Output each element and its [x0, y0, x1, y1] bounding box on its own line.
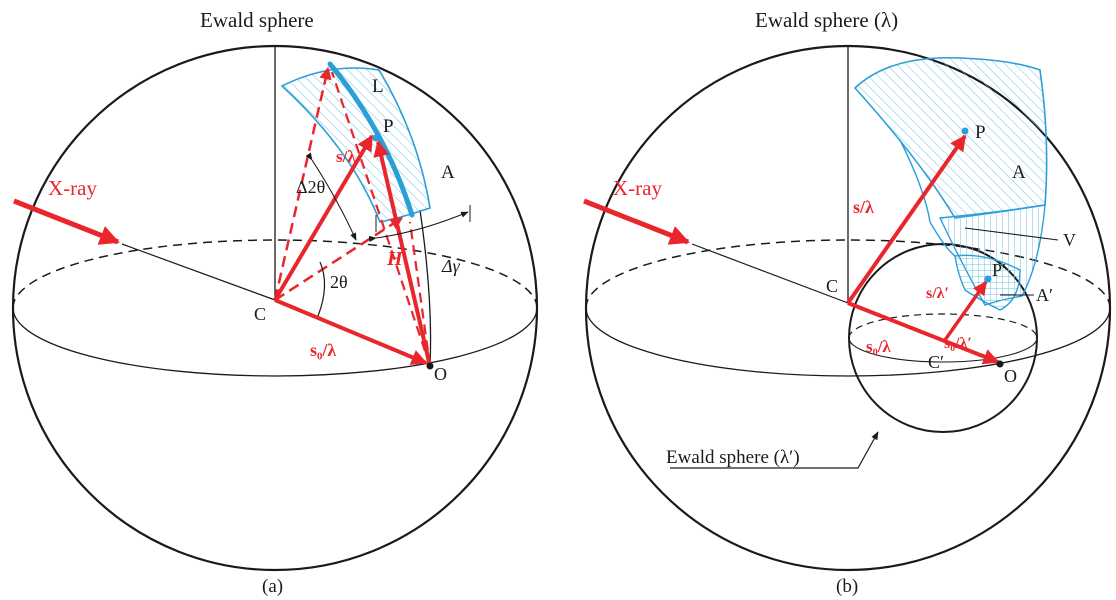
vector-s-label: s/λ	[336, 147, 356, 166]
xray-label: X-ray	[48, 176, 97, 200]
delta-gamma-dim	[368, 211, 469, 242]
swept-edge-left	[899, 139, 956, 257]
incident-line-b	[691, 243, 849, 304]
delta-two-theta-arc	[305, 152, 357, 241]
dashed-h-upper	[330, 71, 432, 367]
two-theta-label: 2θ	[330, 272, 348, 292]
small-sphere-pointer	[670, 431, 879, 469]
panel-b-caption: (b)	[836, 576, 858, 597]
equator-front-b	[585, 307, 1111, 377]
panel-b-title: Ewald sphere (λ)	[755, 8, 898, 32]
equator-front	[12, 307, 538, 377]
small-equator-back	[848, 313, 1038, 339]
arc-l	[327, 61, 415, 218]
vector-s0-prime-label: s₀/λ′	[944, 335, 972, 352]
vector-s-label-b: s/λ	[853, 197, 874, 217]
area-a-label-b: A	[1012, 162, 1026, 183]
point-p-dot-b	[961, 127, 969, 135]
point-p-label-b: P	[975, 122, 986, 143]
area-a-region-b	[853, 56, 1048, 219]
origin-label-b: O	[1004, 366, 1017, 386]
vector-s-lambda-prime	[943, 280, 988, 342]
area-a-prime-region	[954, 254, 1021, 311]
vector-h-label: H	[386, 248, 404, 270]
area-a-prime-label: A′	[1036, 285, 1053, 305]
point-p-label: P	[383, 116, 394, 137]
point-o-dot	[426, 362, 434, 370]
volume-v-label: V	[1063, 230, 1076, 250]
delta-gamma-label: Δγ	[441, 256, 461, 276]
v-pointer	[964, 227, 1059, 241]
vector-s0-label-b: s₀/λ	[866, 337, 891, 356]
xray-arrow	[13, 198, 120, 245]
dashed-vector-upper	[273, 66, 332, 301]
arc-l-label: L	[372, 76, 384, 97]
vector-s0-lambda-b	[847, 301, 1000, 365]
center-prime-label: C′	[928, 352, 944, 372]
point-p-prime-dot	[984, 275, 992, 283]
vector-s-prime-label: s/λ′	[926, 285, 949, 302]
vector-s0-label: s₀/λ	[310, 340, 336, 360]
xray-arrow-b	[583, 198, 690, 245]
point-p-prime-label: P′	[992, 260, 1006, 280]
panel-b: Ewald sphere (λ) X-ray C C′ O P P′ A A′ …	[583, 8, 1112, 597]
xray-label-b: X-ray	[613, 176, 662, 200]
equator-back-b	[585, 239, 1111, 309]
panel-a: Ewald sphere X-ray C O P L A Δ2θ 2θ Δγ H…	[11, 8, 539, 597]
equator-back	[12, 239, 538, 309]
origin-label: O	[434, 364, 447, 384]
panel-a-caption: (a)	[262, 576, 283, 597]
panel-a-title: Ewald sphere	[200, 8, 314, 32]
center-label-b: C	[826, 276, 838, 296]
dashed-h-lower	[408, 221, 432, 367]
vector-h	[373, 140, 432, 367]
incident-line	[121, 243, 276, 301]
point-o-dot-b	[996, 360, 1004, 368]
point-p-dot	[372, 134, 380, 142]
vector-s0-lambda	[274, 298, 428, 365]
delta-two-theta-label: Δ2θ	[296, 177, 325, 197]
center-label: C	[254, 304, 266, 324]
small-equator-front	[848, 337, 1038, 363]
area-a-label: A	[441, 162, 455, 183]
small-sphere-label: Ewald sphere (λ′)	[666, 447, 800, 468]
two-theta-arc	[317, 261, 326, 317]
vector-s-lambda-b	[846, 134, 967, 305]
